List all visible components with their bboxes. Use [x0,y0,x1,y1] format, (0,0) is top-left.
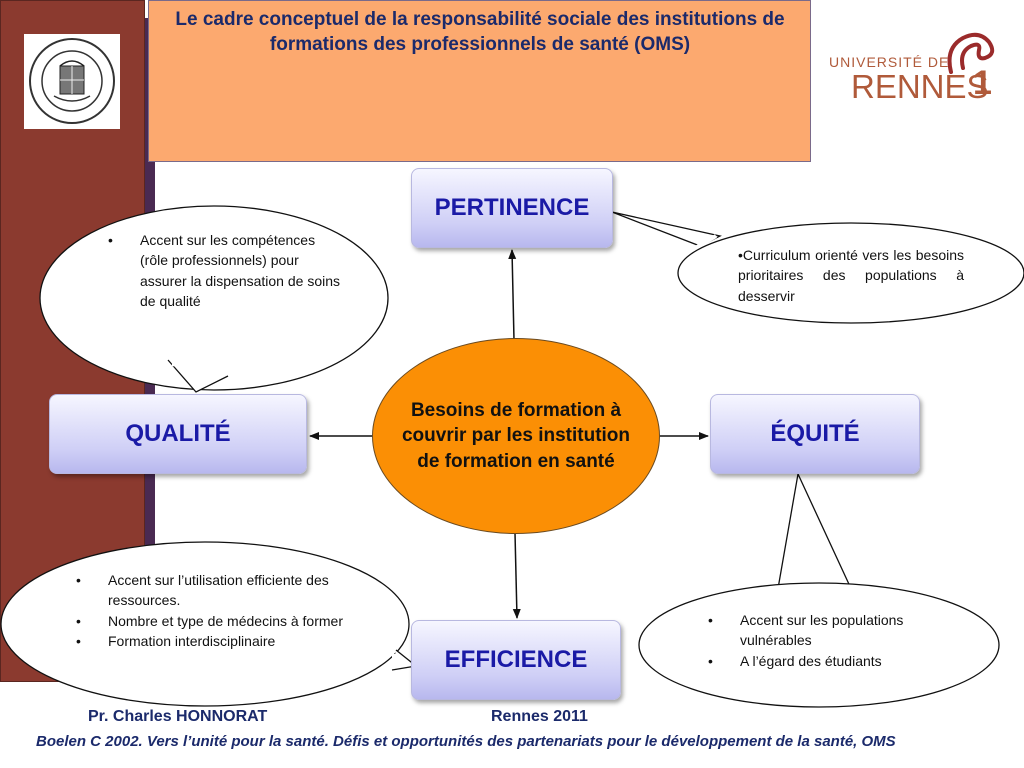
faculty-logo [24,34,120,129]
node-qualite: QUALITÉ [49,394,307,474]
bubble-top-right-text: •Curriculum orienté vers les besoins pri… [738,247,964,304]
list-item: Accent sur l’utilisation efficiente des … [70,570,370,611]
list-item: Accent sur les compétences (rôle profess… [102,230,340,311]
university-name-line1: UNIVERSITÉ DE [829,54,950,70]
faculty-seal-icon [29,38,115,124]
footer-reference: Boelen C 2002. Vers l’unité pour la sant… [36,733,896,750]
university-name-line2: RENNES [851,68,989,105]
university-logo: UNIVERSITÉ DE RENNES 1 [823,28,1005,105]
callout-bubble-bottom-right [638,471,1000,708]
header-banner [148,0,811,162]
university-number: 1 [973,64,992,102]
center-node: Besoins de formation à couvrir par les i… [372,338,660,534]
list-item: Accent sur les populations vulnérables [702,610,952,651]
arrow-to-pertinence [508,249,517,341]
node-pertinence: PERTINENCE [411,168,613,248]
slide-title: Le cadre conceptuel de la responsabilité… [175,9,785,55]
callout-bubble-top-right [611,211,1024,324]
node-efficience: EFFICIENCE [411,620,621,700]
bubble-bottom-left-text: Accent sur l’utilisation efficiente des … [70,570,370,651]
footer-author: Pr. Charles HONNORAT [88,708,268,725]
squirrel-icon [947,32,995,74]
bubble-top-left-text: Accent sur les compétences (rôle profess… [102,230,340,311]
list-item: Formation interdisciplinaire [70,631,370,652]
list-item: Nombre et type de médecins à former [70,611,370,632]
node-equite: ÉQUITÉ [710,394,920,474]
list-item: A l’égard des étudiants [702,651,952,672]
bubble-bottom-right-text: Accent sur les populations vulnérables A… [702,610,952,671]
footer-place: Rennes 2011 [491,708,588,725]
arrow-to-efficience [512,532,521,619]
